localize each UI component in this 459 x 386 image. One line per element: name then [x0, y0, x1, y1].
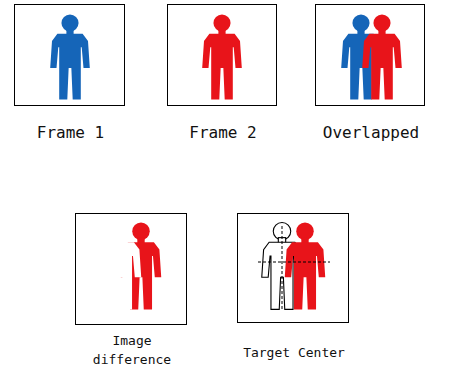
frame-box: Frame 2	[167, 4, 277, 106]
center-line	[282, 226, 283, 310]
frame-caption: Overlapped	[301, 121, 441, 144]
frame-caption: Frame 2	[158, 121, 288, 144]
frame-box: Target Center	[237, 213, 349, 323]
frame-box: Frame 1	[14, 4, 125, 106]
person-red	[202, 14, 242, 99]
center-line	[258, 262, 330, 263]
person-blue	[50, 14, 90, 99]
person-red	[362, 14, 402, 99]
difference-region	[121, 222, 161, 309]
frame-box: Image difference	[75, 213, 187, 325]
frame-box: Overlapped	[315, 4, 425, 106]
person-red	[285, 222, 325, 309]
frame-caption: Frame 1	[6, 121, 136, 144]
frame-caption: Image difference	[82, 332, 182, 370]
frame-caption: Target Center	[224, 344, 364, 363]
